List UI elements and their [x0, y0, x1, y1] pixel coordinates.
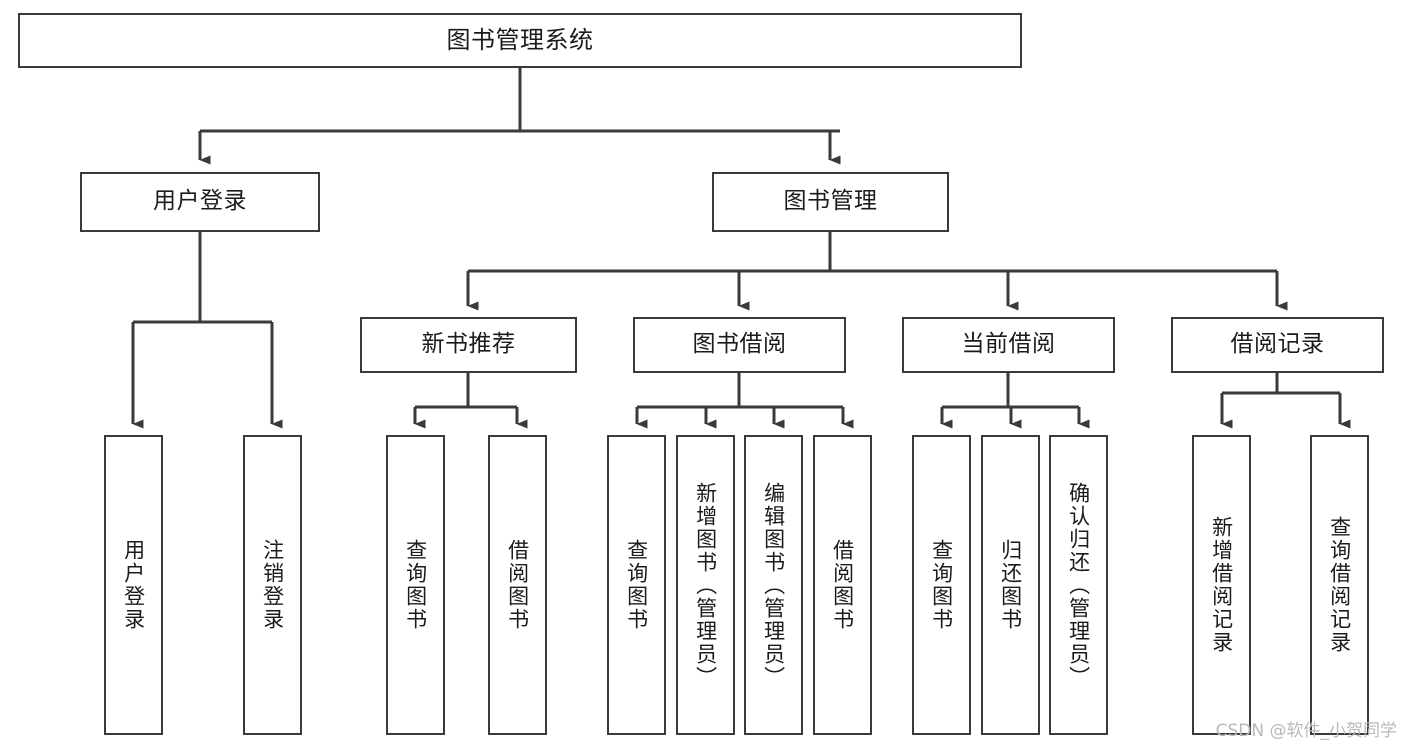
node-label: 图书管理系统	[446, 26, 594, 55]
node-label: 借阅图书	[830, 539, 855, 631]
leaf-book-borrow-query-book[interactable]: 查询图书	[607, 435, 666, 735]
leaf-book-borrow-add-book-admin[interactable]: 新增图书（管理员）	[676, 435, 735, 735]
node-label: 新增图书（管理员）	[693, 481, 718, 689]
node-label: 确认归还（管理员）	[1066, 481, 1091, 689]
leaf-borrow-record-query-record[interactable]: 查询借阅记录	[1310, 435, 1369, 735]
node-borrow-record[interactable]: 借阅记录	[1171, 317, 1384, 373]
node-root-book-management-system[interactable]: 图书管理系统	[18, 13, 1022, 68]
node-book-management[interactable]: 图书管理	[712, 172, 949, 232]
node-current-borrow[interactable]: 当前借阅	[902, 317, 1115, 373]
leaf-current-borrow-query-book[interactable]: 查询图书	[912, 435, 971, 735]
node-label: 用户登录	[121, 539, 146, 631]
leaf-user-login-signin[interactable]: 用户登录	[104, 435, 163, 735]
leaf-user-login-signout[interactable]: 注销登录	[243, 435, 302, 735]
leaf-current-borrow-return-book[interactable]: 归还图书	[981, 435, 1040, 735]
leaf-book-borrow-edit-book-admin[interactable]: 编辑图书（管理员）	[744, 435, 803, 735]
leaf-new-book-query-book[interactable]: 查询图书	[386, 435, 445, 735]
node-label: 查询图书	[624, 539, 649, 631]
leaf-current-borrow-confirm-return-admin[interactable]: 确认归还（管理员）	[1049, 435, 1108, 735]
node-label: 归还图书	[998, 539, 1023, 631]
node-label: 图书管理	[783, 188, 878, 215]
node-label: 借阅记录	[1230, 331, 1325, 358]
node-label: 图书借阅	[692, 331, 787, 358]
node-label: 编辑图书（管理员）	[761, 481, 786, 689]
leaf-borrow-record-add-record[interactable]: 新增借阅记录	[1192, 435, 1251, 735]
node-new-book-recommend[interactable]: 新书推荐	[360, 317, 577, 373]
node-label: 查询借阅记录	[1327, 516, 1352, 654]
node-label: 查询图书	[403, 539, 428, 631]
node-label: 新增借阅记录	[1209, 516, 1234, 654]
node-label: 查询图书	[929, 539, 954, 631]
node-label: 借阅图书	[505, 539, 530, 631]
node-user-login[interactable]: 用户登录	[80, 172, 320, 232]
node-label: 注销登录	[260, 539, 285, 631]
node-book-borrow[interactable]: 图书借阅	[633, 317, 846, 373]
node-label: 当前借阅	[961, 331, 1056, 358]
node-label: 新书推荐	[421, 331, 516, 358]
node-label: 用户登录	[153, 188, 247, 215]
leaf-book-borrow-borrow-book[interactable]: 借阅图书	[813, 435, 872, 735]
leaf-new-book-borrow-book[interactable]: 借阅图书	[488, 435, 547, 735]
